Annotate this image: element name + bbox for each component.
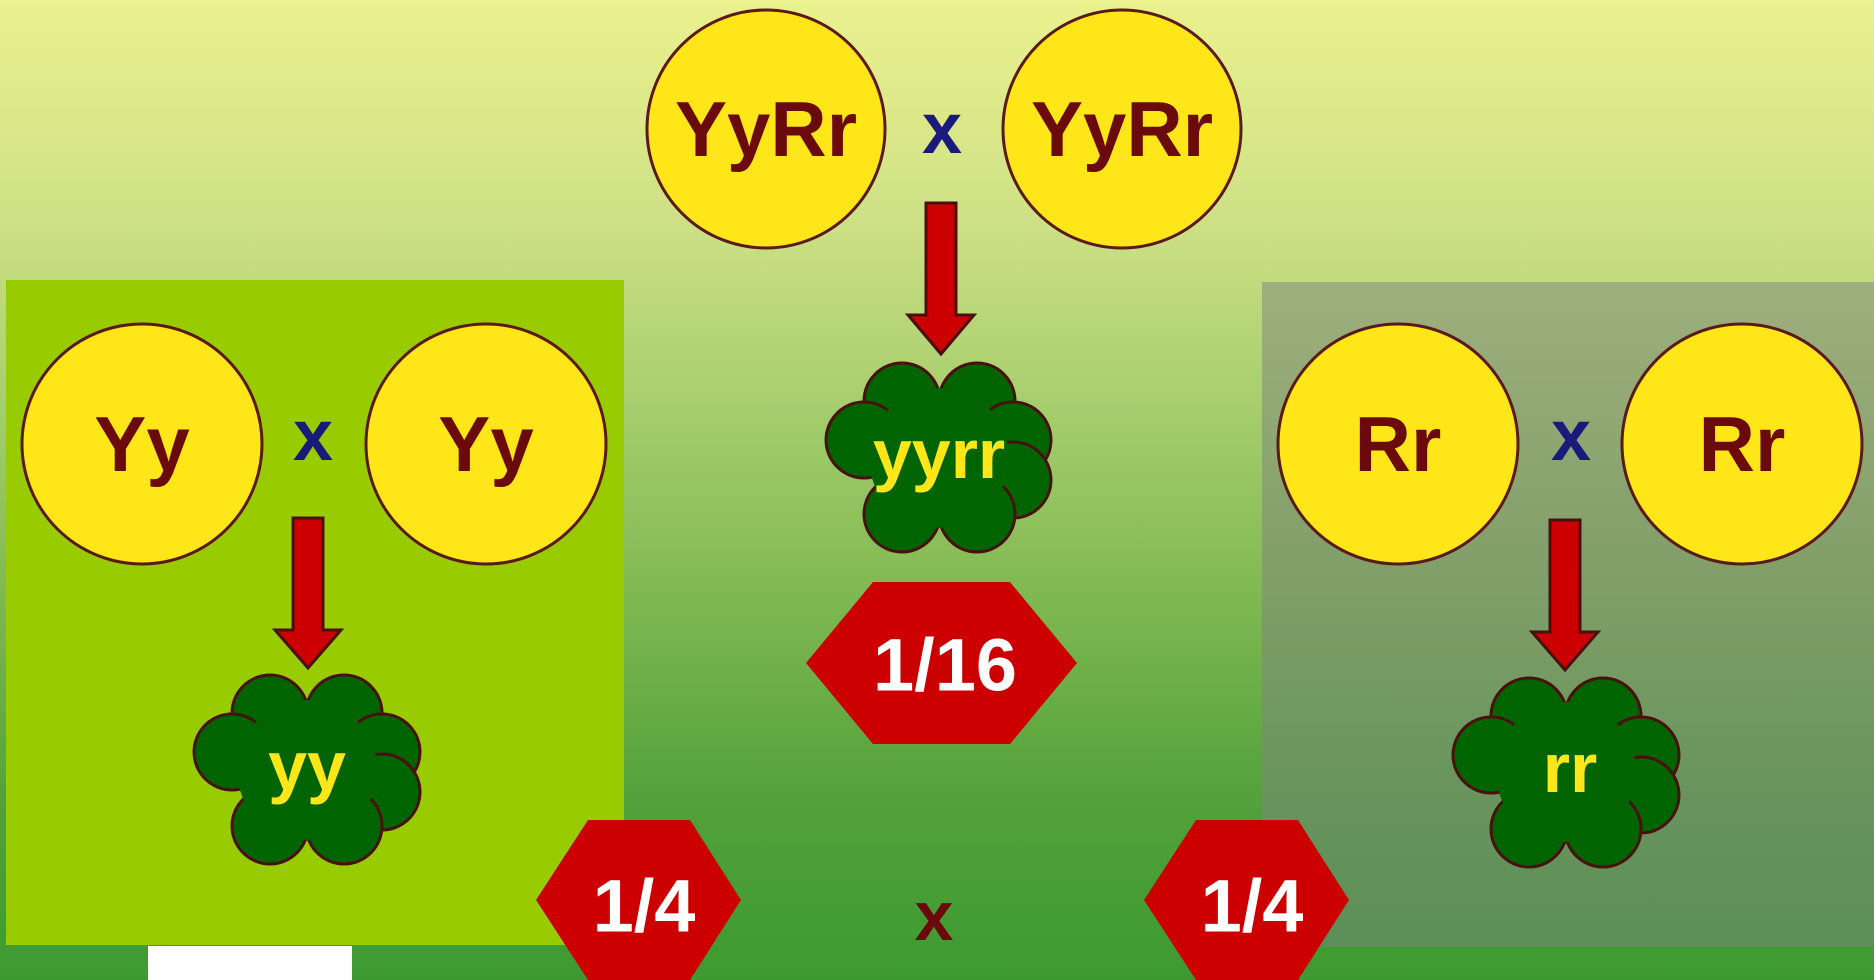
left-offspring-wrinkled-green-pea: yy	[192, 673, 422, 866]
right-probability-hexagon: 1/4	[1144, 820, 1349, 980]
center-offspring-genotype: yyrr	[873, 415, 1005, 493]
right-parent-left-genotype: Rr	[1355, 400, 1442, 488]
left-parent-right-genotype: Yy	[438, 400, 533, 488]
center-cross: YyRr x YyRr yyrr 1/16	[645, 8, 1243, 744]
bottom-white-block	[148, 946, 352, 980]
right-offspring-wrinkled-green-pea: rr	[1451, 676, 1681, 869]
left-cross-symbol: x	[293, 396, 333, 476]
center-parent-right-pea: YyRr	[1001, 8, 1243, 250]
right-cross-symbol: x	[1551, 396, 1591, 476]
left-probability: 1/4	[593, 865, 696, 948]
center-probability-hexagon: 1/16	[806, 582, 1077, 744]
left-parent-right-pea: Yy	[364, 322, 608, 566]
center-offspring-wrinkled-green-pea: yyrr	[824, 361, 1053, 554]
product-multiplication-sign: x	[915, 877, 954, 955]
right-offspring-genotype: rr	[1543, 729, 1597, 807]
left-down-arrow	[271, 516, 345, 671]
left-probability-hexagon: 1/4	[536, 820, 741, 980]
right-probability: 1/4	[1201, 865, 1304, 948]
right-parent-left-pea: Rr	[1276, 322, 1520, 566]
center-parent-left-genotype: YyRr	[675, 85, 857, 173]
right-parent-right-pea: Rr	[1620, 322, 1864, 566]
right-cross: Rr x Rr rr 1/4	[1144, 322, 1864, 980]
center-parent-left-pea: YyRr	[645, 8, 887, 250]
left-parent-left-pea: Yy	[20, 322, 264, 566]
center-parent-right-genotype: YyRr	[1031, 85, 1213, 173]
center-probability: 1/16	[873, 624, 1017, 707]
center-down-arrow	[904, 201, 978, 357]
center-cross-symbol: x	[922, 89, 962, 169]
left-cross: Yy x Yy yy 1/4	[20, 322, 741, 980]
right-parent-right-genotype: Rr	[1699, 400, 1786, 488]
left-parent-left-genotype: Yy	[94, 400, 189, 488]
left-offspring-genotype: yy	[268, 727, 346, 805]
right-down-arrow	[1528, 518, 1602, 673]
